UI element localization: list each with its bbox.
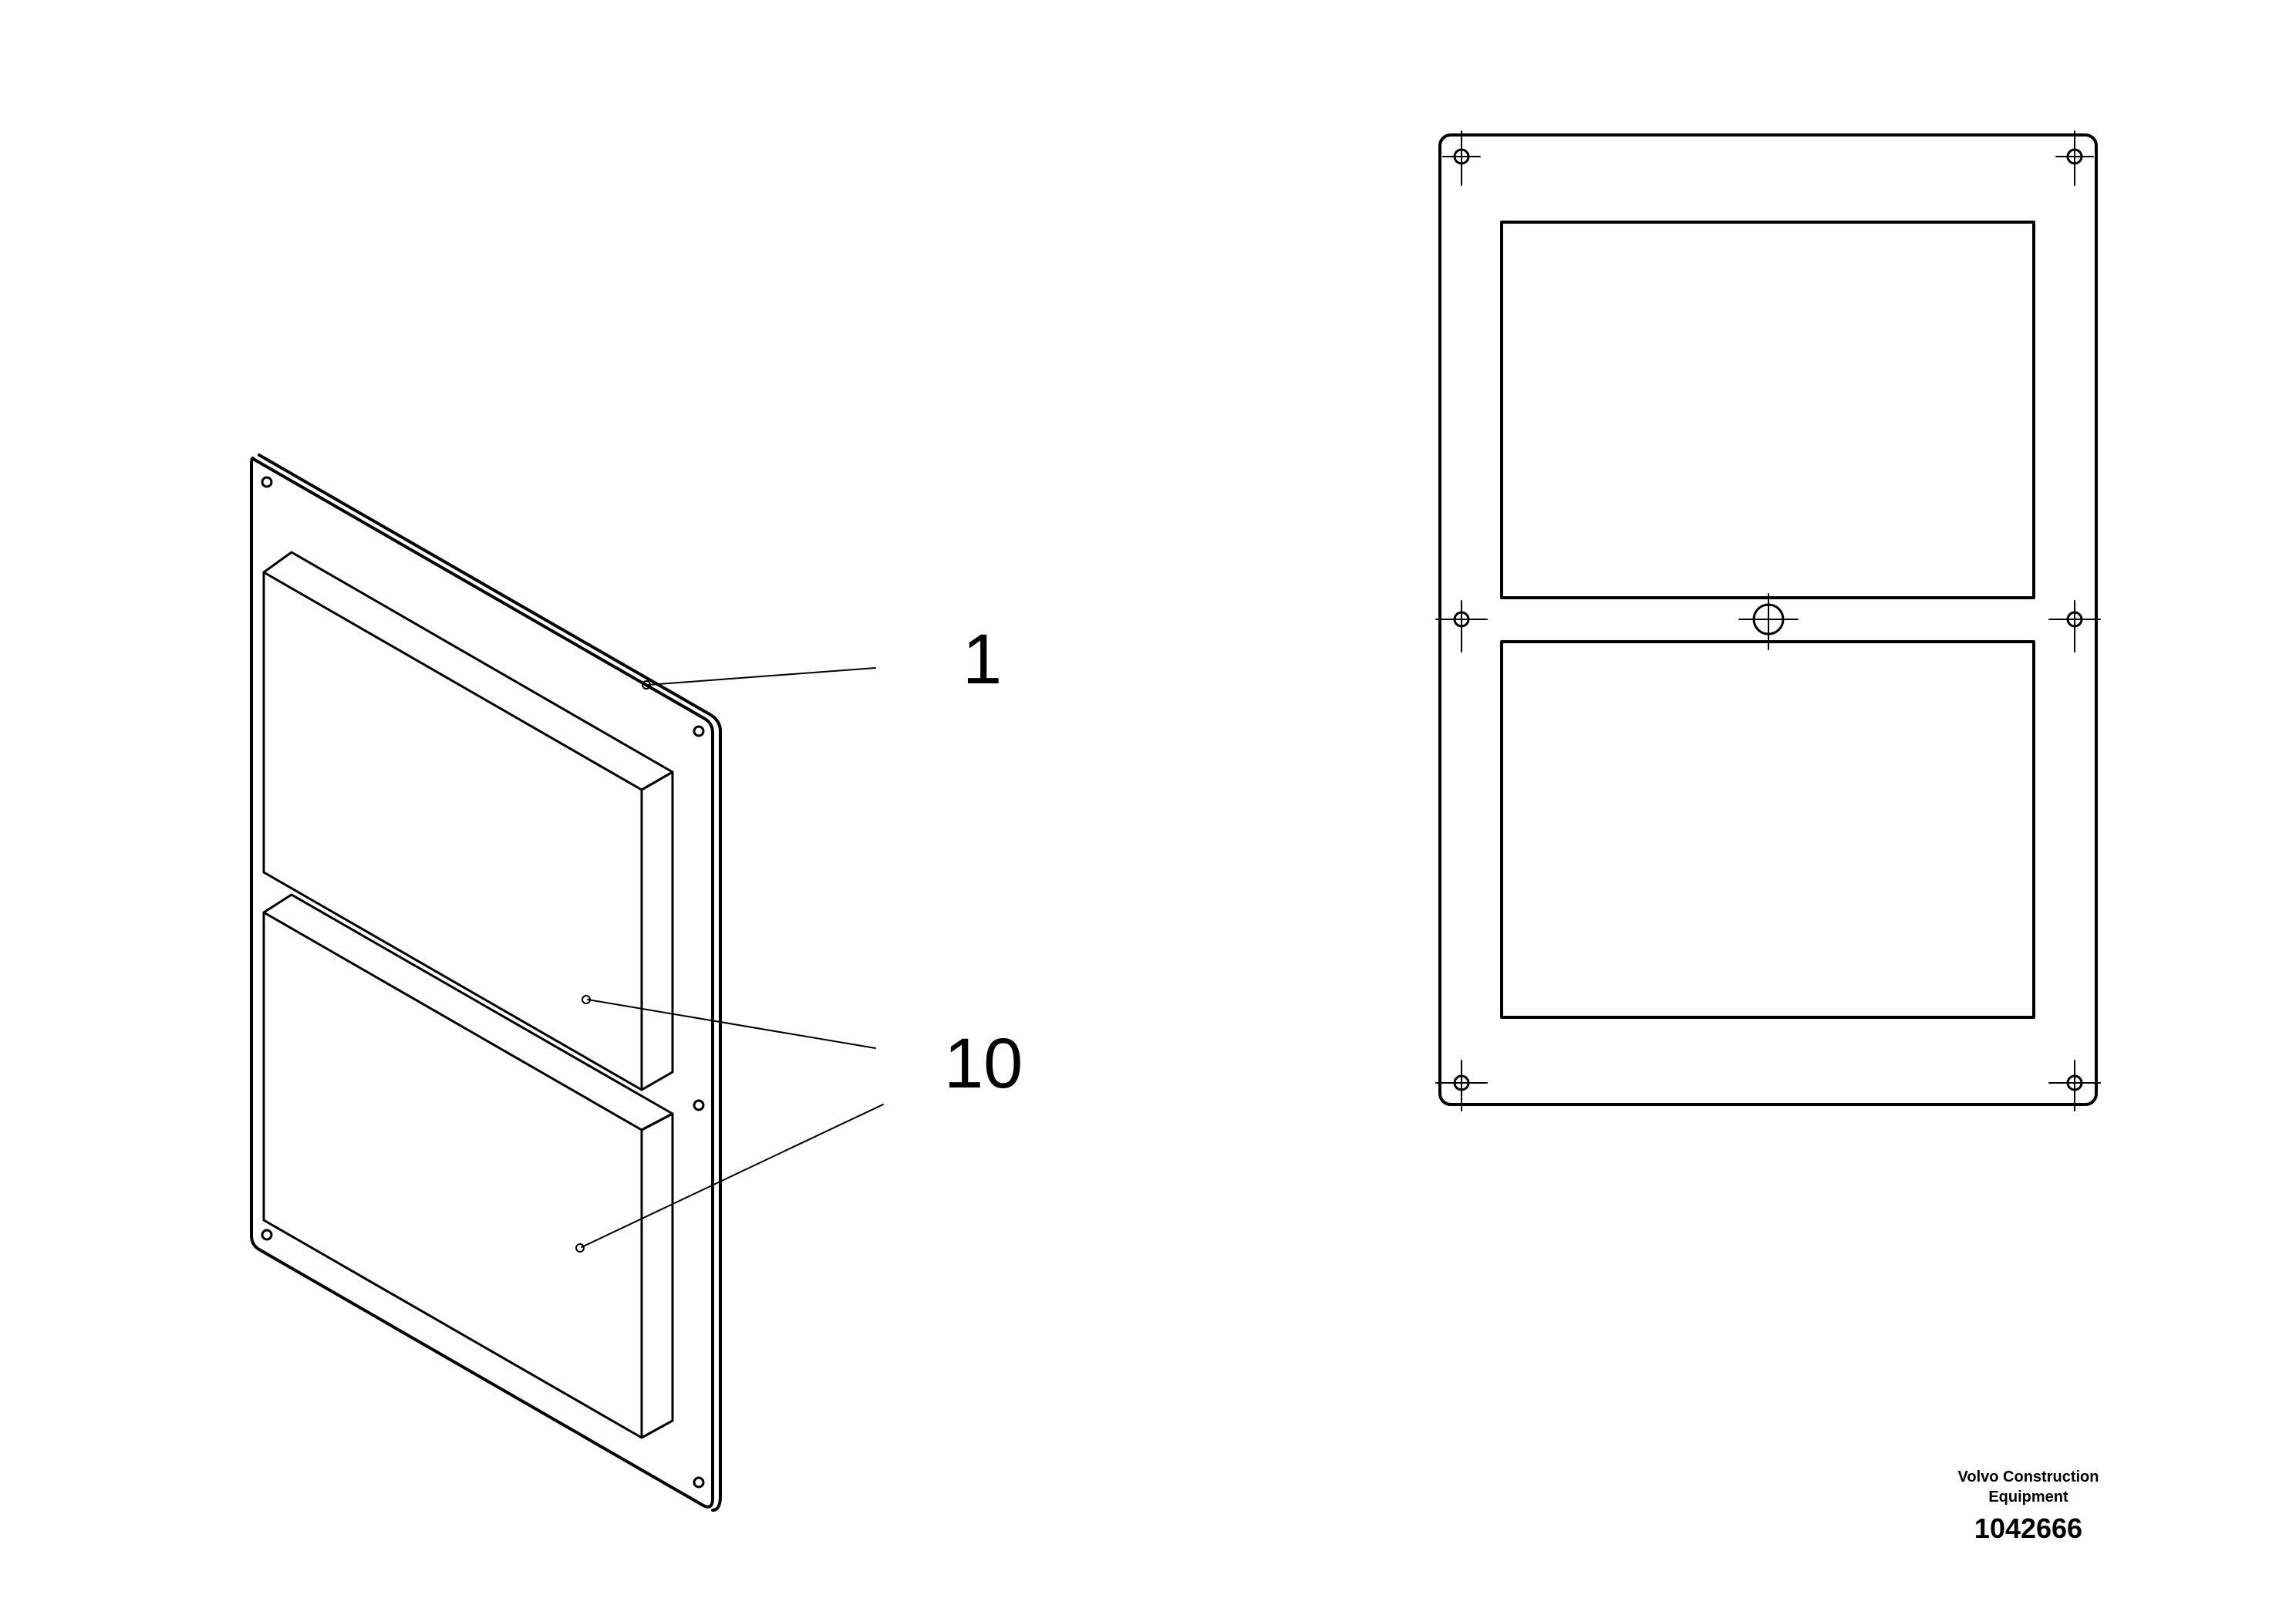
mounting-hole — [2048, 1060, 2101, 1111]
company-name-line1: Volvo Construction — [1957, 1469, 2099, 1485]
isometric-view — [250, 454, 884, 1512]
mounting-hole — [693, 1476, 705, 1489]
upper-block-side — [640, 771, 674, 1091]
lower-block-top — [262, 893, 674, 1131]
lower-block-front — [262, 911, 643, 1439]
front-mounting-holes — [1435, 130, 2101, 1111]
lower-block-side — [640, 1112, 674, 1439]
mounting-hole — [1442, 130, 1481, 186]
mounting-hole — [1435, 600, 1488, 653]
plate-mounting-holes — [261, 476, 705, 1489]
leader-dot-1 — [642, 680, 651, 690]
mounting-hole — [1435, 1060, 1488, 1111]
panel-plate — [250, 457, 714, 1509]
leader-line-10b — [581, 1104, 884, 1248]
mounting-hole — [2048, 600, 2101, 653]
mounting-hole — [693, 725, 705, 737]
leader-dot-10b — [575, 1243, 585, 1253]
drawing-number: 1042666 — [1974, 1512, 2083, 1544]
company-name-line2: Equipment — [1988, 1489, 2068, 1506]
lower-display-block — [262, 893, 674, 1439]
front-view — [1435, 130, 2101, 1111]
title-block: Volvo Construction Equipment 1042666 — [1913, 1467, 2144, 1544]
leader-line-1 — [647, 667, 876, 686]
panel-plate-thickness — [258, 454, 722, 1512]
mounting-hole — [693, 1099, 705, 1111]
lower-display-window — [1500, 640, 2035, 1019]
center-hole — [1738, 593, 1799, 650]
upper-display-block — [262, 551, 674, 1091]
callout-10: 10 — [944, 1024, 1023, 1103]
leader-dot-10a — [582, 995, 591, 1004]
upper-display-window — [1500, 221, 2035, 599]
leader-line-10a — [587, 999, 876, 1049]
mounting-hole — [261, 1229, 273, 1241]
mounting-hole — [261, 476, 273, 488]
upper-block-top — [262, 551, 674, 791]
callout-1: 1 — [963, 620, 1002, 699]
mounting-hole — [2055, 130, 2094, 186]
leader-lines — [575, 667, 884, 1253]
